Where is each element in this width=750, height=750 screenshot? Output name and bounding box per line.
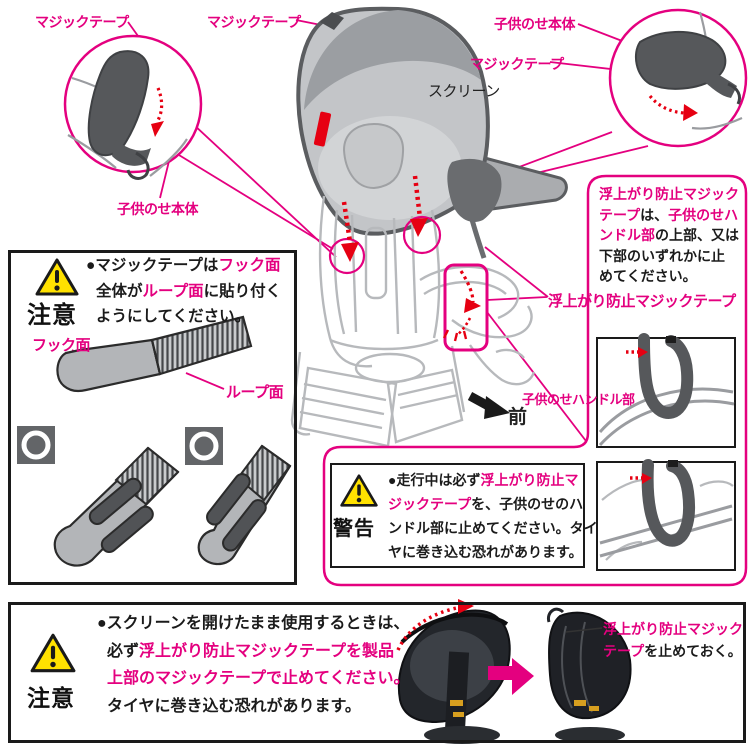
label-seat-body-left: 子供のせ本体	[117, 201, 199, 217]
bottom-caution-title: 注意	[27, 685, 75, 711]
warning-box	[330, 463, 585, 568]
label-seat-body-topright: 子供のせ本体	[494, 16, 576, 32]
attachment-highlights	[328, 175, 442, 275]
label-velcro-tape-topleft: マジックテープ	[35, 14, 129, 30]
label-seat-handle: 子供のせハンドル部	[522, 392, 635, 407]
label-front: 前	[508, 407, 527, 428]
handle-top-diagram	[596, 333, 736, 448]
handle-bottom-diagram	[596, 459, 736, 571]
label-loop-face: ループ面	[226, 384, 284, 401]
child-seat-illustration	[290, 195, 536, 448]
left-caution-text: ●マジックテープはフック面 全体がループ面に貼り付く ようにしてください。	[86, 257, 282, 325]
buckle-diagram-right	[197, 444, 292, 566]
buckle-diagram-left	[53, 446, 180, 567]
warning-title: 警告	[333, 518, 375, 540]
topright-callout-circle	[608, 8, 748, 148]
warning-text: ●走行中は必ず浮上がり防止マ ジックテープを、子供のせのハ ンドル部に止めてくだ…	[388, 472, 598, 560]
label-screen: スクリーン	[428, 83, 500, 100]
topleft-callout-circle	[63, 34, 203, 180]
next-step-arrow	[488, 658, 534, 695]
open-cover-illustration	[396, 599, 511, 744]
left-caution-title: 注意	[27, 302, 77, 329]
label-lift-prevention-tape: 浮上がり防止マジックテープ	[548, 293, 736, 310]
warning-triangle-icon	[340, 474, 378, 507]
handle-highlight	[442, 263, 489, 352]
front-arrow	[467, 392, 510, 419]
closed-cover-illustration	[546, 607, 632, 743]
warning-triangle-icon	[30, 633, 76, 673]
warning-triangle-icon	[35, 258, 79, 296]
right-instruction-container	[322, 174, 748, 587]
label-hook-face: フック面	[32, 337, 91, 354]
screen-canopy-illustration	[296, 6, 568, 259]
label-velcro-tape-topcenter: マジックテープ	[207, 14, 301, 30]
bottom-caption: 浮上がり防止マジック テープを止めておく。	[603, 621, 743, 659]
bottom-caution-box	[8, 602, 746, 743]
ok-badge-icon	[17, 426, 223, 465]
right-note-text: 浮上がり防止マジック テープは、子供のせハ ンドル部の上部、又は 下部のいずれか…	[599, 186, 739, 285]
velcro-strap-diagram	[56, 315, 253, 393]
left-caution-box	[8, 250, 297, 585]
label-velcro-tape-right: マジックテープ	[470, 56, 564, 72]
bottom-caution-text: ●スクリーンを開けたまま使用するときは、 必ず浮上がり防止マジックテープを製品 …	[97, 615, 410, 715]
